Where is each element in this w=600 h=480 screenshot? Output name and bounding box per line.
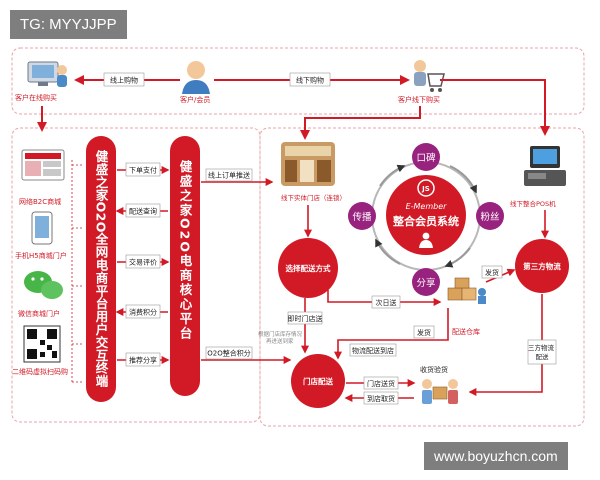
store-photo-icon xyxy=(281,142,335,186)
store-note: 根据门店库存情况 再进送到家 xyxy=(258,330,304,345)
node-spread-label: 传播 xyxy=(352,211,372,223)
top-region-frame xyxy=(11,47,585,115)
third-party-delivery-line-1: 三方物流 xyxy=(528,343,555,352)
warehouse-label: 配送仓库 xyxy=(452,327,480,336)
core-pillar-text: 健盛之家O2O电商核心平台 xyxy=(178,159,193,341)
member-people-icon xyxy=(419,232,433,248)
offline-buy-label: 客户线下购买 xyxy=(398,95,440,104)
store-delivery-circle xyxy=(291,354,345,408)
member-ring-arrow-4 xyxy=(379,164,406,187)
next-day-label: 次日送 xyxy=(376,298,397,307)
channel-label-qr: 二维码虚拟扫码购 xyxy=(12,367,68,376)
computer-shopper-icon xyxy=(27,61,67,87)
logistics-store-label: 物流配送到店 xyxy=(352,346,394,355)
ship-box-2 xyxy=(413,325,435,339)
flow-label-share: 推荐分享 xyxy=(129,356,157,365)
node-fans xyxy=(476,202,504,230)
member-title: 整合会员系统 xyxy=(392,214,459,228)
store-note-line-1: 根据门店库存情况 xyxy=(258,330,303,338)
node-spread xyxy=(348,202,376,230)
arrow-offline-to-pos xyxy=(440,79,550,136)
wechat-icon xyxy=(24,271,63,299)
arrow-online-label: 线上购物 xyxy=(110,76,138,85)
home-delivery-label: 到店取货 xyxy=(367,394,395,403)
node-fans-label: 粉丝 xyxy=(480,211,499,223)
channel-label-b2c: 网络B2C商城 xyxy=(19,197,61,206)
logistics-store-box xyxy=(349,343,397,357)
next-day-box xyxy=(371,295,401,309)
node-share xyxy=(412,268,440,296)
right-region-frame xyxy=(259,127,585,427)
home-delivery-box xyxy=(363,391,399,405)
third-party-label: 第三方物流 xyxy=(523,261,561,271)
online-buy-label: 客户在线购买 xyxy=(15,93,57,102)
ship-box-1 xyxy=(481,265,503,279)
pos-machine-icon xyxy=(524,146,566,186)
third-party-delivery-label: 三方物流 配送 xyxy=(528,343,556,361)
online-order-label-box xyxy=(205,168,253,182)
arrow-warehouse-to-store xyxy=(334,308,449,360)
channel-label-h5: 手机H5商城门户 xyxy=(15,251,67,260)
customer-icon xyxy=(182,61,210,94)
instant-store-box xyxy=(287,311,323,325)
customer-label: 客户/会员 xyxy=(180,95,210,104)
store-pickup-label: 门店送货 xyxy=(367,379,395,388)
terminal-pillar-text: 健盛之家O2O全网电商平台用户交互终端 xyxy=(94,149,109,388)
shopping-cart-icon xyxy=(414,60,445,92)
b2c-site-icon xyxy=(21,149,65,181)
member-ring-arrow-3 xyxy=(375,238,401,265)
flow-label-order-pay: 下单支付 xyxy=(129,166,157,175)
arrow-offline-label: 线下购物 xyxy=(296,76,324,85)
package-handover-icon xyxy=(422,379,458,404)
member-core xyxy=(386,175,466,255)
node-reputation-label: 口碑 xyxy=(416,152,436,164)
terminal-pillar xyxy=(86,136,116,402)
member-brand: E-Member xyxy=(406,202,448,211)
flow-label-delivery-query: 配送查询 xyxy=(129,207,157,216)
o2o-points-label: O2O整合积分 xyxy=(207,349,250,358)
ship-label-1: 发货 xyxy=(485,268,499,277)
node-reputation xyxy=(412,143,440,171)
member-ring-arrow-2 xyxy=(444,247,471,268)
svg-text:JS: JS xyxy=(421,185,430,193)
mobile-h5-icon xyxy=(31,211,53,245)
channel-label-wechat: 微信商城门户 xyxy=(18,309,60,318)
arrow-choose-to-warehouse xyxy=(327,290,442,306)
third-party-circle xyxy=(515,239,569,293)
left-region-frame xyxy=(11,127,261,423)
arrow-offline-label-box xyxy=(289,72,331,87)
arrow-offline-to-store xyxy=(300,106,421,140)
arrow-online-label-box xyxy=(103,72,145,87)
member-logo-icon: JS xyxy=(417,179,435,197)
member-ring-arrow-1 xyxy=(449,165,477,194)
store-note-line-2: 再进送到家 xyxy=(266,337,294,345)
watermark-top-left: TG: MYYJJPP xyxy=(10,10,127,39)
o2o-points-label-box xyxy=(205,346,253,360)
third-party-delivery-line-2: 配送 xyxy=(536,352,550,361)
ship-label-2: 发货 xyxy=(417,328,431,337)
choose-delivery-label: 选择配送方式 xyxy=(286,263,331,273)
receipt-label: 收货验货 xyxy=(420,365,448,374)
warehouse-icon xyxy=(447,277,486,304)
arrow-third-party-to-receipt xyxy=(468,294,543,396)
qr-code-icon xyxy=(23,325,61,363)
store-pickup-box xyxy=(363,376,399,390)
flow-label-points: 消费积分 xyxy=(129,308,157,317)
node-share-label: 分享 xyxy=(416,277,435,289)
pos-label: 线下整合POS机 xyxy=(510,199,556,208)
watermark-bottom-right: www.boyuzhcn.com xyxy=(424,442,568,470)
store-delivery-label: 门店配送 xyxy=(303,376,333,386)
flow-label-boxes xyxy=(125,162,161,367)
instant-store-label: 即时门店送 xyxy=(288,314,323,323)
core-pillar xyxy=(170,136,200,396)
store-label: 线下实体门店（连锁） xyxy=(281,193,346,202)
choose-delivery-circle xyxy=(278,238,338,298)
third-party-delivery-box xyxy=(527,339,557,365)
flow-label-review: 交易评价 xyxy=(129,258,157,267)
online-order-label: 线上订单推送 xyxy=(208,171,250,180)
